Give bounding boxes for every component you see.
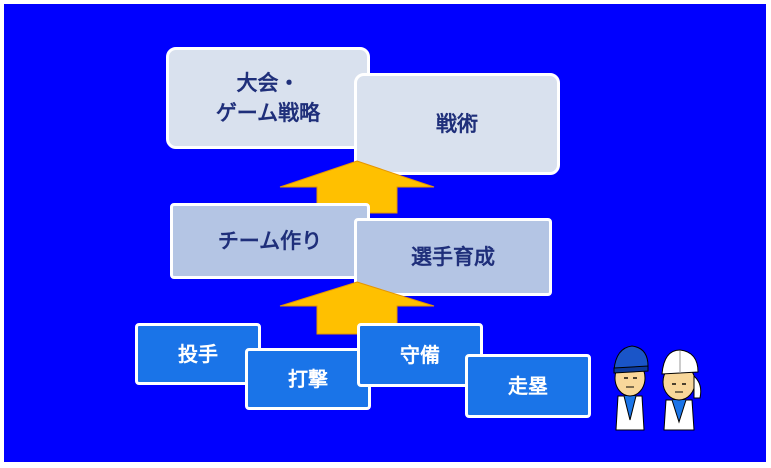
team-building-label: チーム作り xyxy=(217,228,323,253)
baseball-players-icon xyxy=(613,345,702,431)
team-building-box: チーム作り xyxy=(170,203,370,279)
strategy-label-line2: ゲーム戦略 xyxy=(215,101,321,125)
fielding-box: 守備 xyxy=(357,323,483,387)
batting-label: 打撃 xyxy=(288,366,328,391)
fielding-label: 守備 xyxy=(400,342,440,367)
pitching-box: 投手 xyxy=(135,323,261,385)
strategy-box: 大会・ ゲーム戦略 xyxy=(166,47,370,149)
tactics-label: 戦術 xyxy=(436,111,478,136)
pitching-label: 投手 xyxy=(178,341,218,366)
strategy-label-line1: 大会・ xyxy=(236,70,300,95)
batting-box: 打撃 xyxy=(245,348,371,410)
player-development-label: 選手育成 xyxy=(411,244,495,269)
baserunning-label: 走塁 xyxy=(508,373,548,398)
slide-background: 大会・ ゲーム戦略 戦術 チーム作り 選手育成 投手 打撃 守備 走塁 xyxy=(4,4,766,462)
tactics-box: 戦術 xyxy=(354,73,560,175)
baserunning-box: 走塁 xyxy=(465,354,591,418)
player-development-box: 選手育成 xyxy=(354,218,552,296)
